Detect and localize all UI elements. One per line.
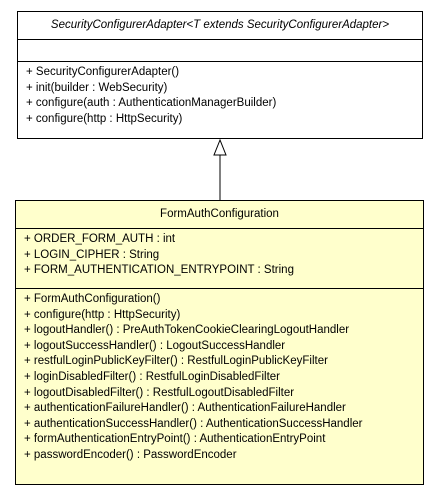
child-operations-compartment: + FormAuthConfiguration() + configure(ht… [16, 288, 423, 464]
child-class-name: FormAuthConfiguration [160, 208, 279, 220]
child-operation: + logoutSuccessHandler() : LogoutSuccess… [24, 339, 286, 352]
parent-class-box[interactable]: SecurityConfigurerAdapter<T extends Secu… [17, 11, 423, 139]
inheritance-arrowhead [213, 138, 227, 156]
child-operation: + authenticationSuccessHandler() : Authe… [24, 417, 363, 430]
child-operation: + formAuthenticationEntryPoint() : Authe… [24, 433, 326, 446]
child-attribute: + FORM_AUTHENTICATION_ENTRYPOINT : Strin… [24, 264, 294, 277]
child-operation: + authenticationFailureHandler() : Authe… [24, 402, 346, 415]
child-operation: + loginDisabledFilter() : RestfulLoginDi… [24, 370, 280, 383]
parent-operations-compartment: + SecurityConfigurerAdapter() + init(bui… [18, 61, 422, 138]
child-operation: + logoutDisabledFilter() : RestfulLogout… [24, 386, 295, 399]
child-operation: + configure(http : HttpSecurity) [24, 308, 181, 321]
parent-operation: + SecurityConfigurerAdapter() [26, 66, 180, 78]
parent-attributes-compartment [18, 39, 422, 61]
child-operation: + logoutHandler() : PreAuthTokenCookieCl… [24, 324, 350, 337]
child-class-box[interactable]: FormAuthConfiguration + ORDER_FORM_AUTH … [15, 200, 424, 485]
child-attribute: + LOGIN_CIPHER : String [24, 248, 160, 261]
child-attribute: + ORDER_FORM_AUTH : int [24, 233, 176, 245]
parent-operation: + configure(auth : AuthenticationManager… [26, 97, 277, 110]
parent-operation: + configure(http : HttpSecurity) [26, 112, 183, 125]
child-operation: + passwordEncoder() : PasswordEncoder [24, 448, 237, 461]
child-attributes-compartment: + ORDER_FORM_AUTH : int + LOGIN_CIPHER :… [16, 228, 423, 288]
child-operation: + FormAuthConfiguration() [24, 293, 161, 305]
child-operation: + restfulLoginPublicKeyFilter() : Restfu… [24, 355, 328, 368]
parent-class-name: SecurityConfigurerAdapter<T extends Secu… [50, 19, 390, 31]
parent-operation: + init(builder : WebSecurity) [26, 81, 168, 94]
